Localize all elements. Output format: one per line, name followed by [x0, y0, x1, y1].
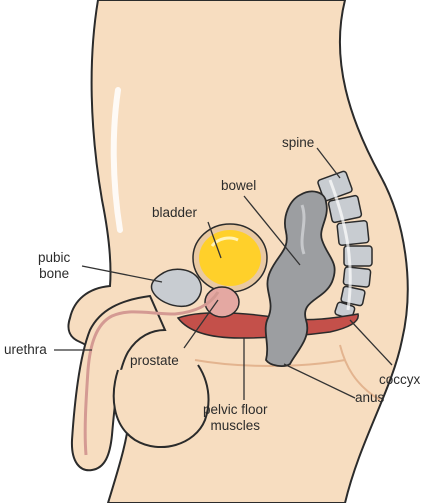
bowel [264, 190, 336, 367]
anus-leader [283, 363, 356, 399]
bowel-highlight [300, 204, 306, 255]
scrotum [112, 364, 210, 449]
label-pelvic-floor-muscles: pelvic floor muscles [203, 402, 268, 433]
bladder-highlight [210, 236, 239, 247]
label-prostate: prostate [130, 353, 179, 368]
leader-lines [54, 147, 393, 400]
prostate-leader [183, 299, 219, 349]
spine-highlight [328, 179, 352, 311]
urethra [83, 291, 220, 456]
label-bladder: bladder [152, 205, 198, 220]
vertebra [317, 170, 353, 202]
perineum-contour [194, 359, 346, 367]
label-anus: anus [355, 390, 385, 405]
vertebra [336, 220, 370, 246]
vertebra [342, 266, 372, 288]
buttock-contour [339, 344, 381, 401]
label-bowel: bowel [221, 178, 257, 193]
bladder-leader [207, 221, 222, 259]
prostate [204, 286, 240, 318]
back-highlight [110, 87, 123, 233]
label-pubic-bone: pubic bone [38, 250, 71, 281]
bowel-leader [243, 195, 301, 266]
label-coccyx: coccyx [379, 372, 421, 387]
pubic-bone-leader [81, 265, 163, 283]
vertebra [340, 285, 366, 307]
spine-leader [316, 147, 341, 179]
label-urethra: urethra [4, 342, 47, 357]
coccyx-leader [349, 319, 393, 366]
bladder [192, 223, 268, 293]
label-spine: spine [282, 135, 315, 150]
pubic-bone [150, 268, 202, 308]
